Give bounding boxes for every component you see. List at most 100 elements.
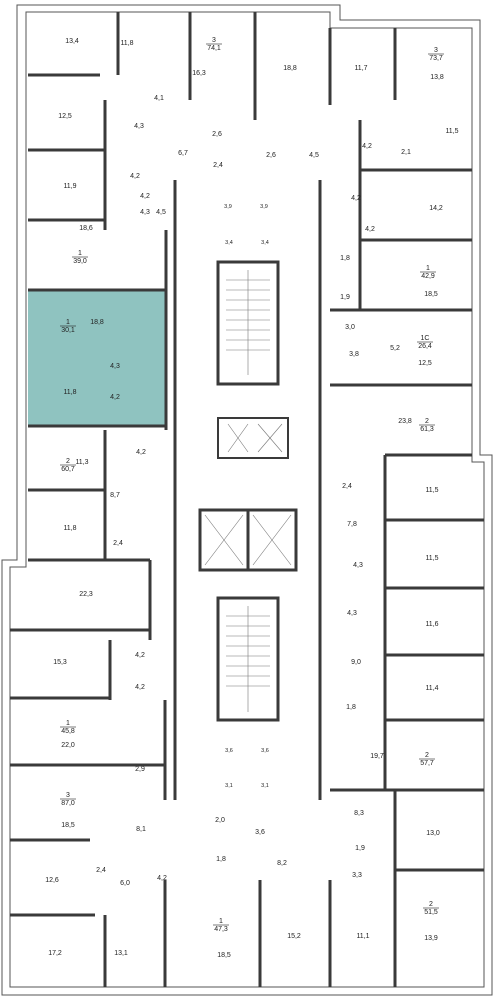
walls xyxy=(10,12,484,987)
room-area-label: 4,1 xyxy=(154,95,164,102)
highlighted-apartment[interactable] xyxy=(28,290,166,426)
room-area-label: 18,8 xyxy=(283,65,297,72)
apartment-rooms-label: 3 xyxy=(212,37,216,44)
room-area-label: 4,3 xyxy=(110,363,120,370)
room-area-label: 11,4 xyxy=(425,685,438,692)
room-area-label: 18,5 xyxy=(61,822,75,829)
room-area-label: 13,0 xyxy=(426,830,440,837)
apartment-rooms-label: 2 xyxy=(429,901,433,908)
room-area-label: 22,0 xyxy=(61,742,75,749)
room-area-label: 8,1 xyxy=(136,826,146,833)
room-area-label: 4,5 xyxy=(309,152,319,159)
room-area-label: 4,2 xyxy=(351,195,361,202)
apartment-area-label: 26,4 xyxy=(418,343,432,350)
room-area-label: 11,8 xyxy=(120,40,133,47)
room-area-label: 2,4 xyxy=(213,162,223,169)
room-area-label: 4,2 xyxy=(362,143,372,150)
room-area-label: 17,2 xyxy=(48,950,62,957)
room-area-label: 4,2 xyxy=(130,173,140,180)
apartment-area-label: 39,0 xyxy=(73,258,87,265)
apartment-area-label: 30,1 xyxy=(61,327,75,334)
room-area-label: 19,7 xyxy=(370,753,384,760)
apartment-area-label: 74,1 xyxy=(207,45,221,52)
room-area-label: 4,3 xyxy=(140,209,150,216)
room-area-label: 11,7 xyxy=(354,65,367,72)
apartment-rooms-label: 1 xyxy=(66,319,70,326)
room-area-label: 11,5 xyxy=(425,555,438,562)
room-area-label: 4,3 xyxy=(347,610,357,617)
room-area-label: 3,6 xyxy=(225,748,233,754)
apartment-rooms-label: 3 xyxy=(434,47,438,54)
room-area-label: 2,9 xyxy=(135,766,145,773)
room-area-label: 7,8 xyxy=(347,521,357,528)
apartment-area-label: 61,3 xyxy=(420,426,434,433)
room-area-label: 2,4 xyxy=(113,540,123,547)
room-area-label: 18,6 xyxy=(79,225,93,232)
room-area-label: 2,6 xyxy=(212,131,222,138)
stairs xyxy=(204,270,292,712)
room-area-label: 8,3 xyxy=(354,810,364,817)
room-area-label: 4,5 xyxy=(156,209,166,216)
apartment-area-label: 73,7 xyxy=(429,55,443,62)
building-outline xyxy=(1,4,493,996)
apartment-area-label: 45,8 xyxy=(61,728,75,735)
room-area-label: 13,8 xyxy=(430,74,444,81)
room-area-label: 16,3 xyxy=(192,70,206,77)
room-area-label: 2,1 xyxy=(401,149,411,156)
room-area-label: 3,4 xyxy=(225,240,233,246)
room-area-label: 3,8 xyxy=(349,351,359,358)
apartment-rooms-label: 2 xyxy=(425,752,429,759)
apartment-area-label: 87,0 xyxy=(61,800,75,807)
room-area-label: 1,8 xyxy=(216,856,226,863)
apartment-rooms-label: 1 xyxy=(66,720,70,727)
room-area-label: 13,4 xyxy=(65,38,79,45)
apartment-area-label: 57,7 xyxy=(420,760,434,767)
room-area-label: 12,5 xyxy=(418,360,432,367)
room-area-label: 4,2 xyxy=(140,193,150,200)
room-area-label: 4,2 xyxy=(365,226,375,233)
room-area-label: 3,1 xyxy=(225,783,233,789)
room-area-label: 4,2 xyxy=(135,652,145,659)
room-area-label: 23,8 xyxy=(398,418,412,425)
room-area-label: 2,6 xyxy=(266,152,276,159)
room-area-label: 5,2 xyxy=(390,345,400,352)
room-area-label: 11,3 xyxy=(75,459,88,466)
room-area-label: 13,1 xyxy=(114,950,128,957)
room-area-label: 1,9 xyxy=(340,294,350,301)
room-area-label: 9,0 xyxy=(351,659,361,666)
room-area-label: 4,2 xyxy=(136,449,146,456)
room-area-label: 15,3 xyxy=(53,659,67,666)
room-area-label: 4,3 xyxy=(134,123,144,130)
apartment-rooms-label: 1 xyxy=(219,918,223,925)
apartment-rooms-label: 3 xyxy=(66,792,70,799)
room-area-label: 3,1 xyxy=(261,783,269,789)
apartment-rooms-label: 1С xyxy=(421,335,430,342)
room-area-label: 1,8 xyxy=(346,704,356,711)
apartment-rooms-label: 1 xyxy=(426,265,430,272)
apartment-rooms-label: 2 xyxy=(425,418,429,425)
room-area-label: 3,9 xyxy=(260,204,268,210)
room-area-label: 4,2 xyxy=(110,394,120,401)
room-area-label: 3,4 xyxy=(261,240,269,246)
room-area-label: 3,0 xyxy=(345,324,355,331)
room-area-label: 2,4 xyxy=(342,483,352,490)
room-area-label: 1,9 xyxy=(355,845,365,852)
room-area-label: 11,5 xyxy=(425,487,438,494)
room-area-label: 11,9 xyxy=(63,183,76,190)
room-area-label: 3,6 xyxy=(255,829,265,836)
room-area-label: 11,5 xyxy=(445,128,458,135)
room-area-label: 14,2 xyxy=(429,205,443,212)
room-area-label: 22,3 xyxy=(79,591,93,598)
room-area-label: 3,3 xyxy=(352,872,362,879)
apartment-area-label: 42,9 xyxy=(421,273,435,280)
room-area-label: 11,8 xyxy=(63,525,76,532)
room-area-label: 11,6 xyxy=(425,621,438,628)
room-area-label: 11,1 xyxy=(356,933,369,940)
room-area-label: 6,0 xyxy=(120,880,130,887)
room-area-label: 2,4 xyxy=(96,867,106,874)
room-area-label: 4,2 xyxy=(157,875,167,882)
apartment-area-label: 51,5 xyxy=(424,909,438,916)
room-area-label: 18,5 xyxy=(217,952,231,959)
